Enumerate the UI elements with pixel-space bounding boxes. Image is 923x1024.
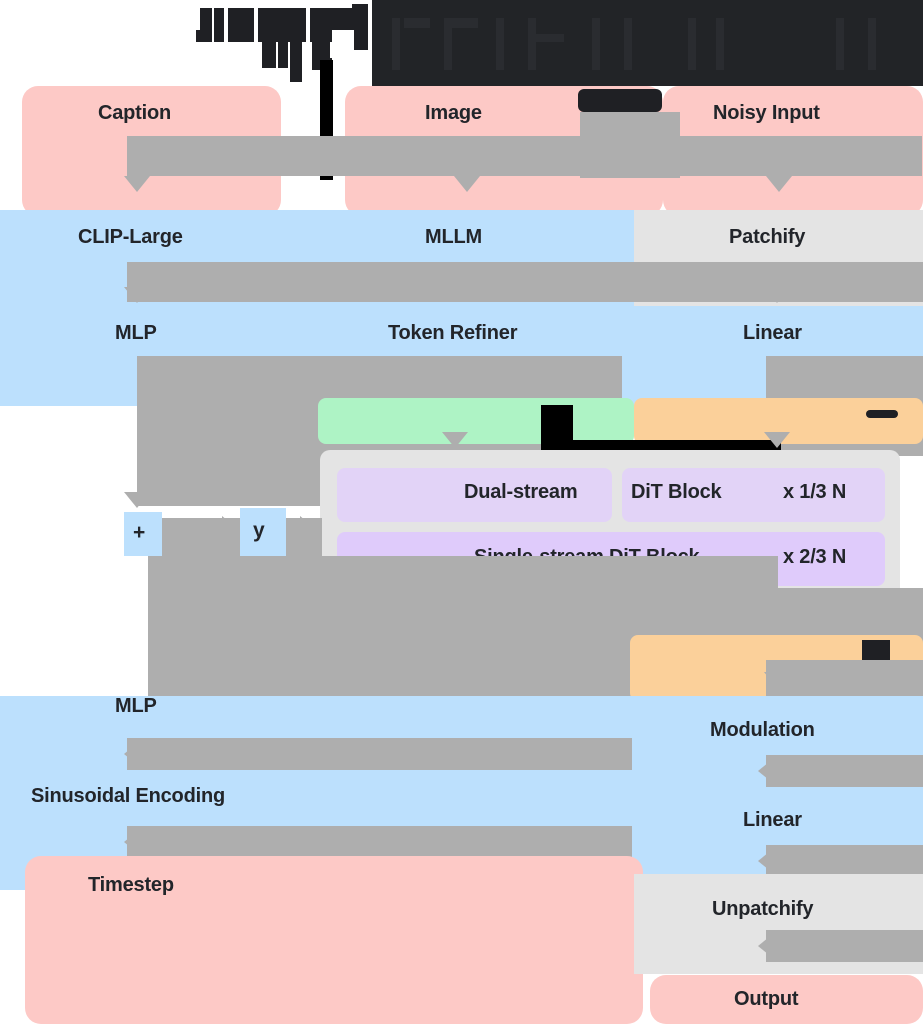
title-glyph-cluster [0, 0, 923, 90]
noisy-input-label: Noisy Input [713, 102, 820, 124]
post-dit-arrow-body [766, 660, 923, 700]
image-to-mllm-arrowhead [454, 176, 480, 192]
unpatchify-label: Unpatchify [712, 898, 814, 920]
clip-large-label: CLIP-Large [78, 226, 183, 248]
sinusoidal-encoding-label: Sinusoidal Encoding [31, 785, 225, 807]
token-refiner-label: Token Refiner [388, 322, 518, 344]
mlp-time-arrowhead [124, 741, 140, 767]
mllm-label: MLLM [425, 226, 482, 248]
text-token-band [318, 398, 634, 444]
noisy-to-patchify-arrowhead [766, 176, 792, 192]
merge-y-label: y [253, 519, 265, 542]
mlp-time-label: MLP [115, 695, 157, 717]
timestep-label: Timestep [88, 874, 174, 896]
merge-y-left-arrowhead [222, 516, 238, 542]
timestep-slab [25, 856, 643, 1024]
unpatchify-arrow [766, 930, 923, 962]
noisy-to-patchify-arrow [580, 112, 680, 178]
modulation-arrowhead [758, 758, 774, 784]
mlp-text-label: MLP [115, 322, 157, 344]
caption-label: Caption [98, 102, 172, 124]
dual-stream-block[interactable] [337, 468, 612, 522]
mlp-time-arrow [127, 738, 632, 770]
image-branch-badge [578, 89, 662, 112]
linear-out-arrow [766, 845, 923, 877]
merge-plus-gap [124, 512, 162, 556]
output-label: Output [734, 988, 799, 1010]
post-dit-marker-cap [862, 640, 890, 662]
image-label: Image [425, 102, 482, 124]
caption-to-clip-arrowhead [124, 176, 150, 192]
sinusoidal-arrowhead [124, 829, 140, 855]
modulation-label: Modulation [710, 719, 815, 741]
dual-stream-count-label: x 1/3 N [783, 481, 847, 503]
single-stream-count-label: x 2/3 N [783, 546, 847, 568]
patchify-to-linear-arrow [766, 262, 923, 302]
modulation-arrow [766, 755, 923, 787]
patchify-label: Patchify [729, 226, 806, 248]
image-to-mllm-arrow [462, 136, 922, 176]
unpatchify-arrowhead [758, 933, 774, 959]
mlp-text-trunk-arrowhead [124, 492, 150, 508]
output-slab [650, 975, 923, 1024]
clip-to-mlp-arrowhead [124, 287, 150, 303]
sinusoidal-arrow [127, 826, 632, 858]
dual-stream-label: Dual-stream [464, 481, 578, 503]
linear-out-label: Linear [743, 809, 802, 831]
linear-in-label: Linear [743, 322, 802, 344]
merge-right-arrow [286, 518, 322, 562]
dual-stream-count-block[interactable] [622, 468, 885, 522]
orange-band-dash-marker [866, 410, 898, 418]
merge-plus-label: + [133, 521, 146, 544]
linear-out-arrowhead [758, 848, 774, 874]
text-token-to-dit-arrowhead [442, 432, 468, 448]
image-token-to-dit-arrowhead [764, 432, 790, 448]
dit-block-label: DiT Block [631, 481, 722, 503]
